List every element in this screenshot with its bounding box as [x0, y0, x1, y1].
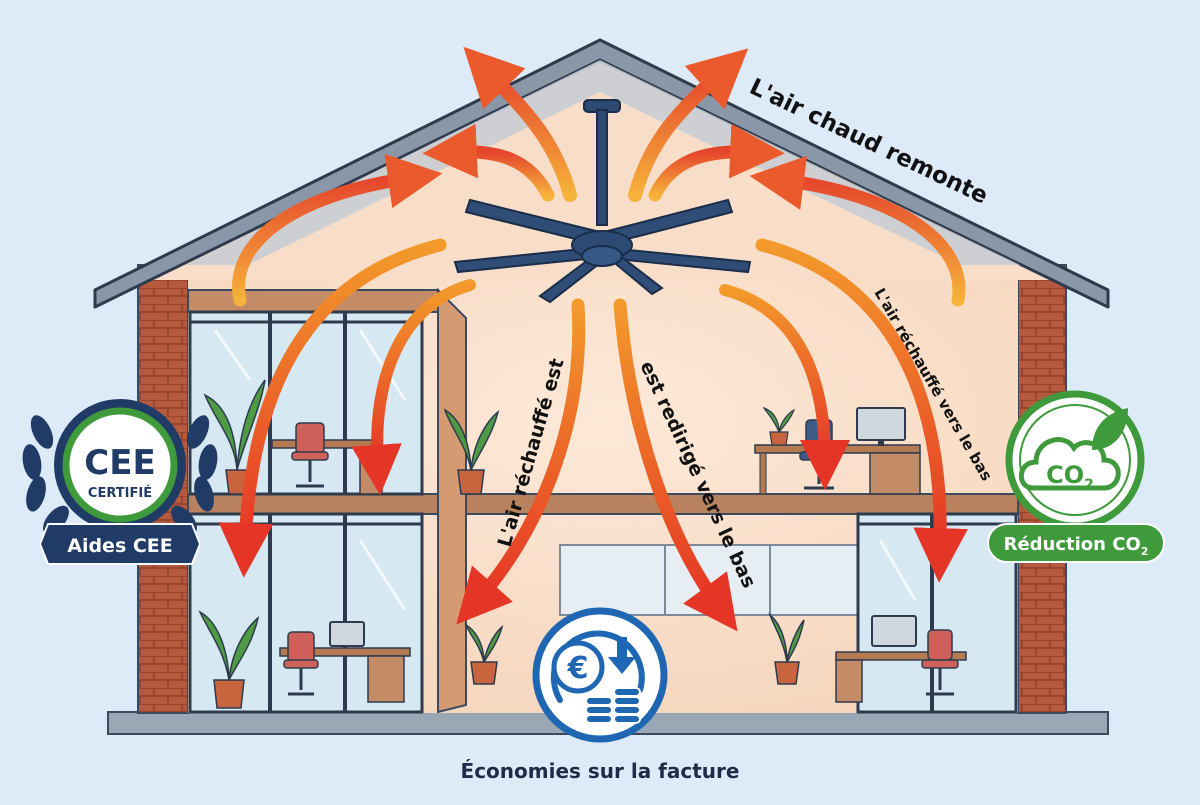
rising-air-arrows — [232, 46, 966, 307]
office-chair-icon — [291, 422, 329, 488]
euro-icon: € — [567, 651, 589, 686]
arrow-up-2 — [628, 48, 749, 202]
down-arrow-icon — [608, 637, 636, 674]
desk-icon — [279, 647, 411, 703]
cee-badge-title: CEE — [84, 443, 155, 483]
mezzanine-floor — [187, 287, 1019, 714]
plant-icon — [762, 406, 796, 446]
monitor-icon — [871, 615, 917, 647]
leaf-icon — [1092, 408, 1128, 450]
arrow-down-left-outer — [218, 238, 447, 578]
cee-badge-ribbon: Aides CEE — [67, 535, 173, 557]
coin-stack-icon — [585, 687, 641, 724]
savings-badge: € — [532, 607, 668, 743]
descending-air-arrows — [218, 238, 968, 632]
lower-left-office — [188, 512, 424, 714]
ceiling-fan-icon — [453, 99, 752, 304]
co2-reduction-badge: CO2 Réduction CO2 — [987, 390, 1165, 563]
cee-certified-badge: CEE CERTIFIÉ Aides CEE — [22, 399, 218, 565]
arrow-up-1 — [463, 46, 577, 202]
lower-right-office — [835, 512, 1018, 714]
arrow-down-center-right — [613, 298, 738, 632]
arrow-down-left-inner — [351, 279, 476, 496]
co2-icon-text: CO2 — [1046, 461, 1094, 493]
plant-icon — [768, 612, 805, 685]
arrow-up-6 — [749, 155, 966, 307]
plant-icon — [464, 623, 504, 685]
laurel-icon — [22, 415, 218, 535]
arrow-up-4 — [648, 123, 785, 202]
arrow-down-center-left — [456, 298, 586, 625]
cloud-icon — [1018, 437, 1121, 491]
arrow-down-right-inner — [719, 284, 851, 491]
plant-icon — [198, 610, 260, 709]
monitor-icon — [856, 407, 906, 446]
arrow-up-3 — [422, 123, 555, 202]
label-savings: Économies sur la facture — [461, 759, 740, 783]
cee-badge-subtitle: CERTIFIÉ — [88, 485, 152, 501]
arrow-up-5 — [232, 154, 443, 307]
co2-badge-ribbon: Réduction CO2 — [1004, 534, 1149, 558]
arrow-down-right-outer — [755, 238, 968, 583]
plant-icon — [443, 408, 500, 495]
monitor-icon — [329, 621, 365, 647]
desk-icon — [835, 651, 967, 703]
plant-icon — [203, 379, 266, 495]
office-chair-icon — [921, 629, 959, 696]
office-chair-icon — [283, 631, 319, 696]
